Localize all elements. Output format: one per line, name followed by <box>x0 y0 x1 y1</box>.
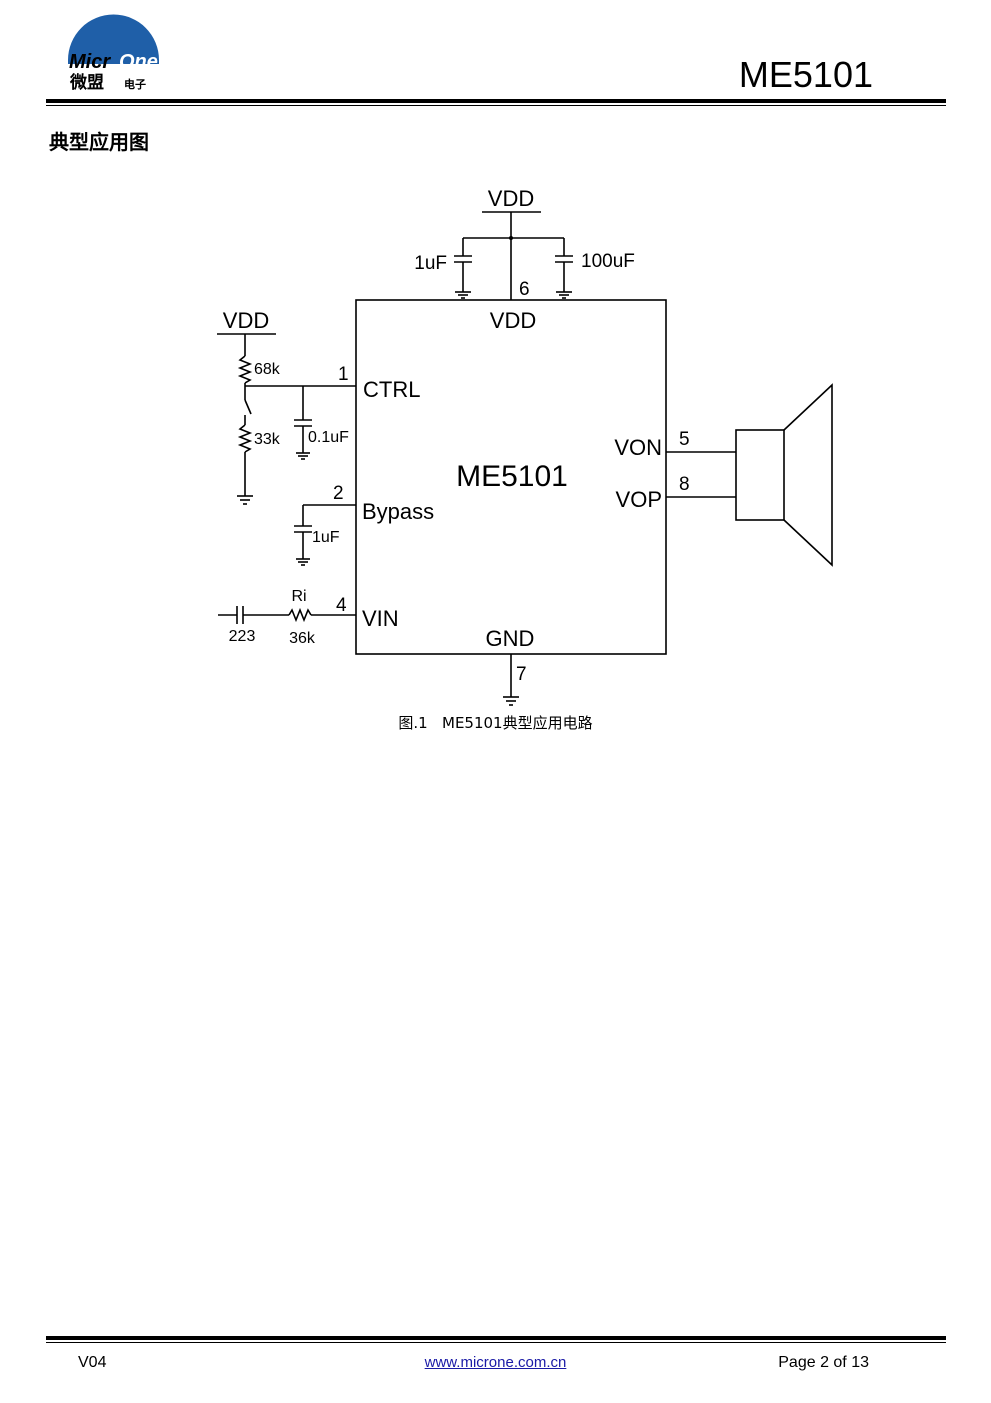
pin-num-von: 5 <box>679 429 690 450</box>
footer-version: V04 <box>78 1354 107 1371</box>
vdd-rail-left: VDD <box>223 308 269 333</box>
resistor-in-name: Ri <box>291 588 306 605</box>
figure-caption: 图.1 ME5101典型应用电路 <box>0 712 991 733</box>
figure-label: 图.1 <box>398 714 428 732</box>
pin-name-bypass: Bypass <box>362 499 434 524</box>
cap-top-left-label: 1uF <box>414 253 447 274</box>
logo-text-micr: Micr <box>69 51 111 73</box>
resistor-top-label: 68k <box>254 361 281 378</box>
cap-in-label: 223 <box>229 628 256 645</box>
resistor-in-value: 36k <box>289 630 316 647</box>
logo-cn-small: 电子 <box>124 77 146 91</box>
pin-num-vin: 4 <box>336 595 347 616</box>
pin-num-ctrl: 1 <box>338 364 349 385</box>
microne-logo: Micr One 微盟 电子 <box>68 14 159 93</box>
pin-name-von: VON <box>614 435 662 460</box>
pin-name-gnd: GND <box>486 626 535 651</box>
pin-num-vdd: 6 <box>519 279 530 300</box>
cap-bypass-label: 1uF <box>312 529 340 546</box>
pin-name-ctrl: CTRL <box>363 377 420 402</box>
footer-rule-thick <box>46 1336 946 1340</box>
application-schematic: VDD 1uF 100uF 6 VDD VDD 68k 33k 0.1uF 1 … <box>217 186 833 706</box>
pin-name-vop: VOP <box>616 487 662 512</box>
logo-cn: 微盟 <box>69 72 104 93</box>
document-title: ME5101 <box>738 54 873 95</box>
cap-ctrl-label: 0.1uF <box>308 429 349 446</box>
pin-num-gnd: 7 <box>516 664 527 685</box>
pin-num-vop: 8 <box>679 474 690 495</box>
pin-name-vin: VIN <box>362 606 399 631</box>
pin-name-vdd: VDD <box>490 308 536 333</box>
footer-url-link[interactable]: www.microne.com.cn <box>424 1354 567 1371</box>
resistor-bottom-label: 33k <box>254 431 281 448</box>
pin-num-bypass: 2 <box>333 483 344 504</box>
logo-text-one: One <box>119 51 158 73</box>
header-rule-thin <box>46 105 946 106</box>
vdd-rail-top: VDD <box>488 186 534 211</box>
chip-label: ME5101 <box>456 460 568 493</box>
figure-text: ME5101典型应用电路 <box>442 714 593 732</box>
footer-rule-thin <box>46 1342 946 1343</box>
cap-top-right-label: 100uF <box>581 251 635 272</box>
section-heading: 典型应用图 <box>49 130 149 154</box>
footer-page-number: Page 2 of 13 <box>778 1354 869 1371</box>
header-rule-thick <box>46 99 946 103</box>
